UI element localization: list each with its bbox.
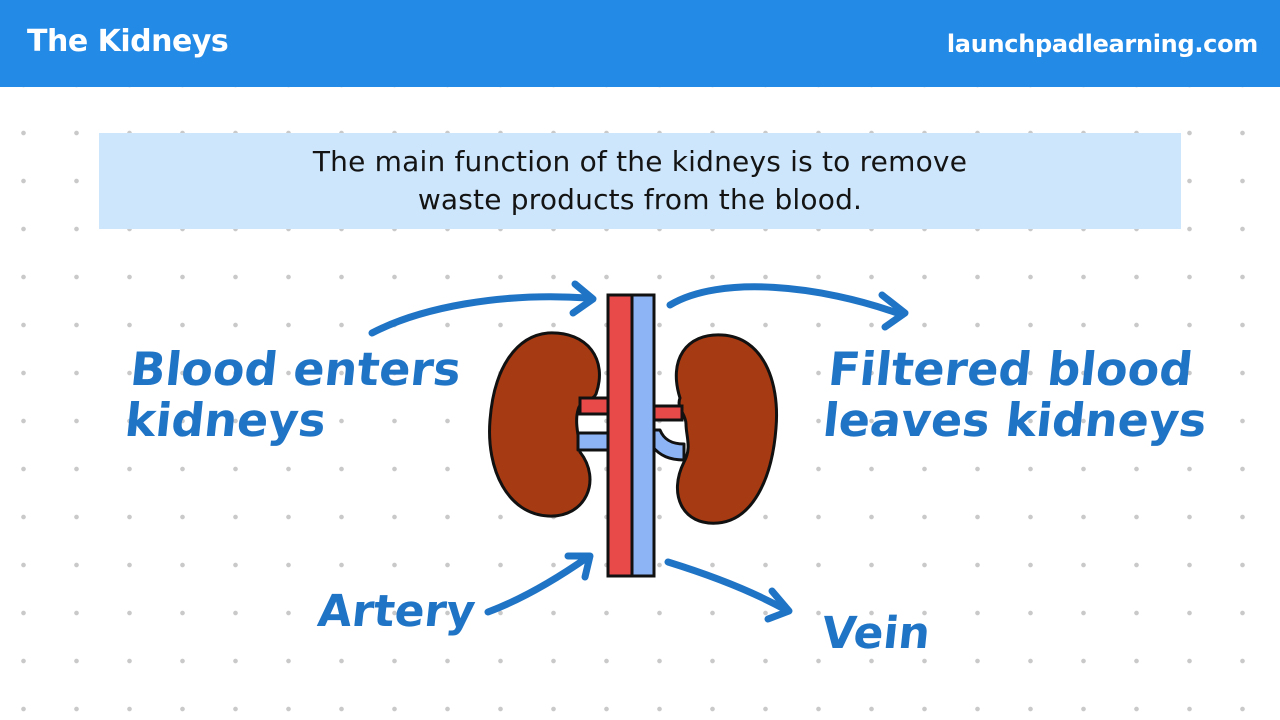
label-vein: Vein	[819, 608, 933, 659]
arrow-artery-head	[564, 552, 594, 581]
arrow-blood-enters-head	[569, 280, 597, 317]
right-renal-vein	[650, 428, 686, 462]
arrow-artery	[484, 553, 592, 616]
arrow-vein-head	[764, 587, 793, 623]
site-url[interactable]: launchpadlearning.com	[946, 30, 1258, 58]
label-blood-enters: Blood enters kidneys	[122, 342, 464, 447]
banner-text: The main function of the kidneys is to r…	[312, 145, 968, 216]
main-vein	[630, 293, 656, 578]
label-filtered-blood: Filtered blood leaves kidneys	[820, 342, 1210, 447]
arrows	[368, 280, 909, 623]
right-kidney	[674, 333, 779, 525]
arrow-filtered-blood-head	[878, 291, 909, 331]
label-artery: Artery	[315, 586, 478, 637]
arrow-filtered-blood	[666, 283, 904, 318]
page-title: The Kidneys	[27, 24, 229, 59]
main-artery	[606, 293, 634, 578]
arrow-vein	[664, 558, 790, 614]
left-renal-artery	[578, 396, 610, 416]
header-bar: The Kidneys launchpadlearning.com	[0, 0, 1280, 87]
left-kidney	[488, 331, 601, 518]
info-banner: The main function of the kidneys is to r…	[99, 133, 1181, 229]
arrow-blood-enters	[368, 293, 592, 337]
